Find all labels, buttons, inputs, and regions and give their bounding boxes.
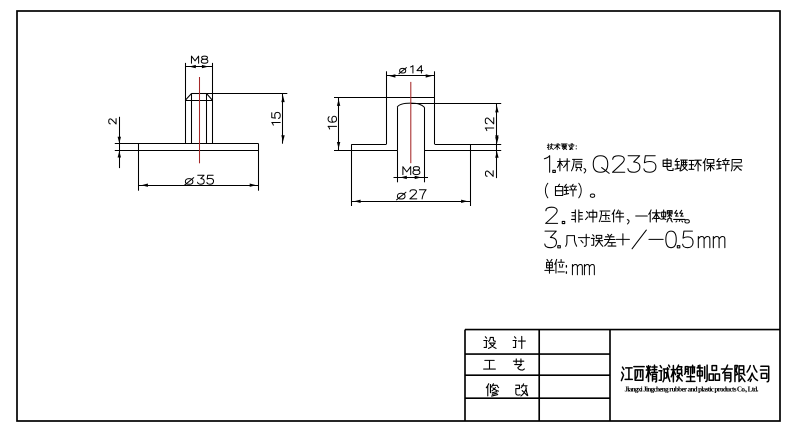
svg-text:Jiangxi Jingcheng rubber and p: Jiangxi Jingcheng rubber and plastic pro… xyxy=(625,386,759,394)
